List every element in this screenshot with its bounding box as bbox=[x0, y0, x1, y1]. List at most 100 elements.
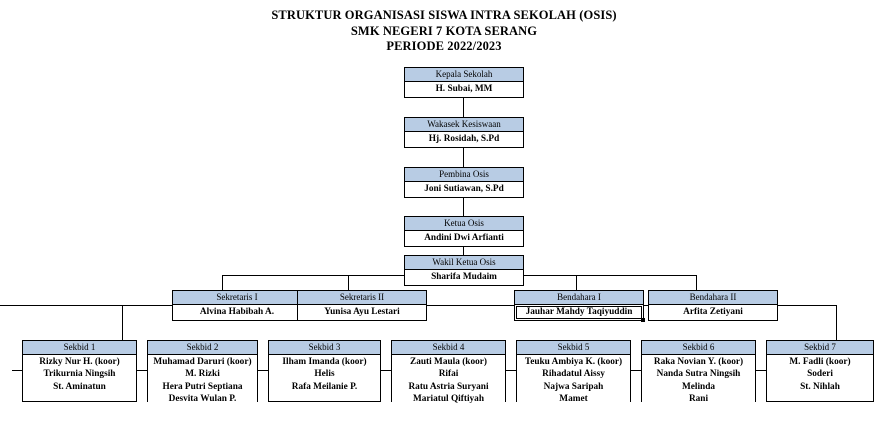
person-name: Helis bbox=[314, 369, 335, 380]
connector-sekbid-1-left bbox=[12, 370, 22, 371]
connector-ketua-to-wakil bbox=[463, 245, 464, 256]
node-wakil-ketua-osis[interactable]: Wakil Ketua Osis Sharifa Mudaim bbox=[404, 255, 524, 286]
node-bendahara-2-role: Bendahara II bbox=[649, 291, 777, 305]
node-ketua-osis-names: Andini Dwi Arfianti bbox=[405, 231, 523, 247]
person-name: M. Rizki bbox=[185, 369, 220, 380]
node-sekbid-5[interactable]: Sekbid 5 Teuku Ambiya K. (koor) Rihadatu… bbox=[516, 340, 631, 408]
node-bendahara-1-names[interactable]: Jauhar Mahdy Taqiyuddin bbox=[515, 305, 645, 323]
connector-sekbid-1-2 bbox=[137, 370, 147, 371]
connector-spine-to-sekretaris-2 bbox=[348, 275, 349, 291]
person-name: Zauti Maula (koor) bbox=[410, 357, 487, 367]
node-sekbid-7-role: Sekbid 7 bbox=[767, 341, 873, 355]
node-pembina-osis-role: Pembina Osis bbox=[405, 168, 523, 182]
connector-spine-to-bendahara-2 bbox=[696, 275, 697, 291]
node-sekbid-6[interactable]: Sekbid 6 Raka Novian Y. (koor) Nanda Sut… bbox=[641, 340, 756, 408]
connector-spine-to-bendahara-1 bbox=[576, 275, 577, 291]
node-sekretaris-2[interactable]: Sekretaris II Yunisa Ayu Lestari bbox=[297, 290, 427, 321]
person-name: Arfita Zetiyani bbox=[683, 307, 743, 317]
node-ketua-osis[interactable]: Ketua Osis Andini Dwi Arfianti bbox=[404, 216, 524, 247]
connector-sekbid-feeder-left bbox=[122, 305, 123, 340]
person-name: Hj. Rosidah, S.Pd bbox=[428, 134, 500, 144]
node-bendahara-2-names: Arfita Zetiyani bbox=[649, 305, 777, 321]
person-name: Rihadatul Aissy bbox=[542, 369, 605, 380]
person-name: Najwa Saripah bbox=[543, 381, 604, 392]
title-line-3: PERIODE 2022/2023 bbox=[386, 39, 502, 53]
connector-sekbid-4-5 bbox=[506, 370, 516, 371]
node-sekretaris-1-role: Sekretaris I bbox=[173, 291, 301, 305]
person-name: Rani bbox=[688, 394, 709, 405]
connector-sekbid-3-4 bbox=[381, 370, 391, 371]
person-name: Nanda Sutra Ningsih bbox=[656, 369, 741, 380]
chart-title: STRUKTUR ORGANISASI SISWA INTRA SEKOLAH … bbox=[0, 8, 888, 55]
person-name: St. Nihlah bbox=[800, 381, 840, 392]
connector-spine-to-sekretaris-1 bbox=[222, 275, 223, 291]
connector-sekbid-6-7 bbox=[756, 370, 766, 371]
node-sekbid-4-role: Sekbid 4 bbox=[392, 341, 505, 355]
node-sekretaris-1-names: Alvina Habibah A. bbox=[173, 305, 301, 321]
node-sekbid-6-role: Sekbid 6 bbox=[642, 341, 755, 355]
node-kepala-sekolah-role: Kepala Sekolah bbox=[405, 68, 523, 82]
node-ketua-osis-role: Ketua Osis bbox=[405, 217, 523, 231]
person-name: Trikurnia Ningsih bbox=[43, 369, 116, 380]
connector-sekbid-feeder-right bbox=[836, 305, 837, 340]
connector-sekbid-5-6 bbox=[631, 370, 641, 371]
person-name: Mamet bbox=[559, 394, 588, 405]
node-bendahara-1[interactable]: Bendahara I Jauhar Mahdy Taqiyuddin bbox=[514, 290, 645, 323]
person-name: Mariatul Qiftiyah bbox=[412, 394, 484, 405]
node-sekretaris-2-role: Sekretaris II bbox=[298, 291, 426, 305]
person-name: H. Subai, MM bbox=[435, 84, 493, 94]
node-wakasek-kesiswaan[interactable]: Wakasek Kesiswaan Hj. Rosidah, S.Pd bbox=[404, 117, 524, 148]
selection-handle[interactable] bbox=[641, 318, 645, 323]
person-name: Teuku Ambiya K. (koor) bbox=[524, 357, 623, 367]
connector-sekbid-2-3 bbox=[258, 370, 268, 371]
person-name: Yunisa Ayu Lestari bbox=[324, 307, 400, 317]
node-pembina-osis[interactable]: Pembina Osis Joni Sutiawan, S.Pd bbox=[404, 167, 524, 198]
person-name: Ilham Imanda (koor) bbox=[282, 357, 367, 367]
person-name: Alvina Habibah A. bbox=[199, 307, 275, 317]
person-name: Rafa Meilanie P. bbox=[291, 381, 358, 392]
node-sekbid-6-names: Raka Novian Y. (koor) Nanda Sutra Ningsi… bbox=[642, 355, 755, 408]
person-name: Muhamad Daruri (koor) bbox=[153, 357, 252, 367]
node-sekretaris-2-names: Yunisa Ayu Lestari bbox=[298, 305, 426, 321]
node-pembina-osis-names: Joni Sutiawan, S.Pd bbox=[405, 182, 523, 198]
node-bendahara-1-role: Bendahara I bbox=[515, 291, 643, 305]
node-sekbid-2[interactable]: Sekbid 2 Muhamad Daruri (koor) M. Rizki … bbox=[147, 340, 258, 408]
node-sekbid-5-names: Teuku Ambiya K. (koor) Rihadatul Aissy N… bbox=[517, 355, 630, 408]
node-sekretaris-1[interactable]: Sekretaris I Alvina Habibah A. bbox=[172, 290, 302, 321]
node-sekbid-1-role: Sekbid 1 bbox=[23, 341, 136, 355]
person-name: Melinda bbox=[681, 381, 716, 392]
node-sekbid-4[interactable]: Sekbid 4 Zauti Maula (koor) Rifai Ratu A… bbox=[391, 340, 506, 408]
node-sekbid-2-names: Muhamad Daruri (koor) M. Rizki Hera Putr… bbox=[148, 355, 257, 408]
node-wakasek-kesiswaan-role: Wakasek Kesiswaan bbox=[405, 118, 523, 132]
connector-wakasek-to-pembina bbox=[463, 146, 464, 167]
title-line-2: SMK NEGERI 7 KOTA SERANG bbox=[350, 23, 538, 38]
node-sekbid-1-names: Rizky Nur H. (koor) Trikurnia Ningsih St… bbox=[23, 355, 136, 396]
node-bendahara-2[interactable]: Bendahara II Arfita Zetiyani bbox=[648, 290, 778, 321]
node-wakasek-kesiswaan-names: Hj. Rosidah, S.Pd bbox=[405, 132, 523, 148]
connector-pembina-to-ketua bbox=[463, 196, 464, 216]
node-sekbid-5-role: Sekbid 5 bbox=[517, 341, 630, 355]
person-name: M. Fadli (koor) bbox=[789, 357, 851, 367]
person-name: Hera Putri Septiana bbox=[162, 381, 243, 392]
person-name: Joni Sutiawan, S.Pd bbox=[424, 184, 504, 194]
node-wakil-ketua-osis-role: Wakil Ketua Osis bbox=[405, 256, 523, 270]
person-name: Rifai bbox=[438, 369, 459, 380]
node-kepala-sekolah[interactable]: Kepala Sekolah H. Subai, MM bbox=[404, 67, 524, 98]
person-name: Desvita Wulan P. bbox=[168, 394, 237, 405]
connector-kepala-to-wakasek bbox=[463, 97, 464, 117]
node-sekbid-1[interactable]: Sekbid 1 Rizky Nur H. (koor) Trikurnia N… bbox=[22, 340, 137, 402]
node-sekbid-3[interactable]: Sekbid 3 Ilham Imanda (koor) Helis Rafa … bbox=[268, 340, 381, 402]
person-name: Andini Dwi Arfianti bbox=[424, 233, 504, 243]
person-name: Sharifa Mudaim bbox=[431, 272, 497, 282]
node-sekbid-7[interactable]: Sekbid 7 M. Fadli (koor) Soderi St. Nihl… bbox=[766, 340, 874, 402]
node-sekbid-3-names: Ilham Imanda (koor) Helis Rafa Meilanie … bbox=[269, 355, 380, 396]
node-wakil-ketua-osis-names: Sharifa Mudaim bbox=[405, 270, 523, 286]
person-name: Jauhar Mahdy Taqiyuddin bbox=[525, 307, 633, 317]
node-sekbid-2-role: Sekbid 2 bbox=[148, 341, 257, 355]
person-name: Raka Novian Y. (koor) bbox=[653, 357, 744, 367]
person-name: Soderi bbox=[807, 369, 833, 380]
node-sekbid-4-names: Zauti Maula (koor) Rifai Ratu Astria Sur… bbox=[392, 355, 505, 408]
person-name: Ratu Astria Suryani bbox=[408, 381, 489, 392]
node-sekbid-7-names: M. Fadli (koor) Soderi St. Nihlah bbox=[767, 355, 873, 396]
